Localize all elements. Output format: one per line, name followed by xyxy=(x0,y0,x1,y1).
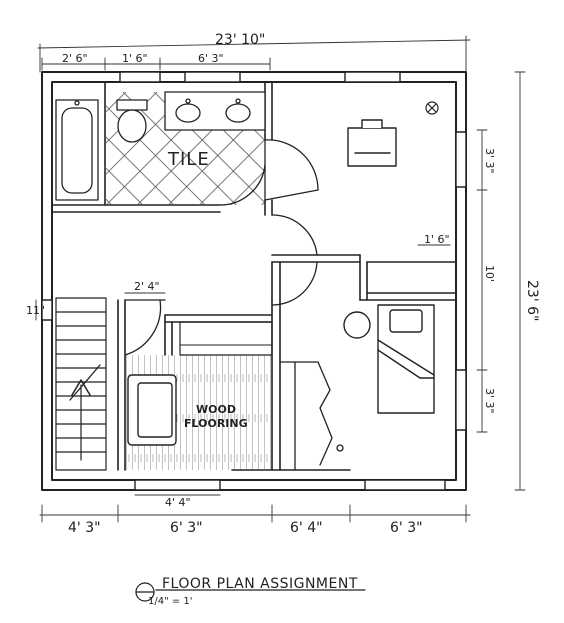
dim-top-2: 1' 6" xyxy=(122,52,148,65)
dim-top-1: 2' 6" xyxy=(62,52,88,65)
round-table xyxy=(343,311,371,339)
plan-scale: 1/4" = 1' xyxy=(148,596,193,607)
dim-overall-width: 23' 10" xyxy=(215,32,265,48)
sofa xyxy=(127,374,177,446)
dim-right-window-top: 3' 3" xyxy=(483,148,496,174)
dim-top-3: 6' 3" xyxy=(198,52,224,65)
dim-bottom-1: 4' 3" xyxy=(68,520,101,536)
bathroom-door xyxy=(219,139,319,206)
bathtub xyxy=(55,99,99,201)
plan-title: FLOOR PLAN ASSIGNMENT xyxy=(162,576,358,592)
briefcase-desk xyxy=(347,119,397,167)
dimension-lines xyxy=(35,35,526,523)
dim-bottom-3: 6' 4" xyxy=(290,520,323,536)
windows xyxy=(41,71,467,491)
dim-right-mid: 10' xyxy=(483,265,496,282)
room-label-wood: WOOD xyxy=(196,403,236,416)
dim-window-bottom: 4' 4" xyxy=(165,496,191,509)
double-vanity xyxy=(164,91,266,131)
dim-right-window-bottom: 3' 3" xyxy=(483,388,496,414)
closet-door xyxy=(124,299,166,356)
bedroom-closet xyxy=(279,361,344,471)
toilet xyxy=(116,99,148,143)
title-symbol xyxy=(135,582,366,602)
plant xyxy=(425,101,439,115)
dim-closet-door: 2' 4" xyxy=(134,280,160,293)
dim-closet-1: 1' 6" xyxy=(424,233,450,246)
room-label-tile: TILE xyxy=(167,149,210,170)
room-label-flooring: FLOORING xyxy=(184,417,248,430)
bedroom-door xyxy=(271,214,318,306)
bed xyxy=(377,304,435,414)
dim-bottom-2: 6' 3" xyxy=(170,520,203,536)
dim-bottom-4: 6' 3" xyxy=(390,520,423,536)
stairs xyxy=(55,297,107,471)
dim-overall-depth: 23' 6" xyxy=(524,280,540,321)
dim-left-small: 11" xyxy=(26,304,45,317)
